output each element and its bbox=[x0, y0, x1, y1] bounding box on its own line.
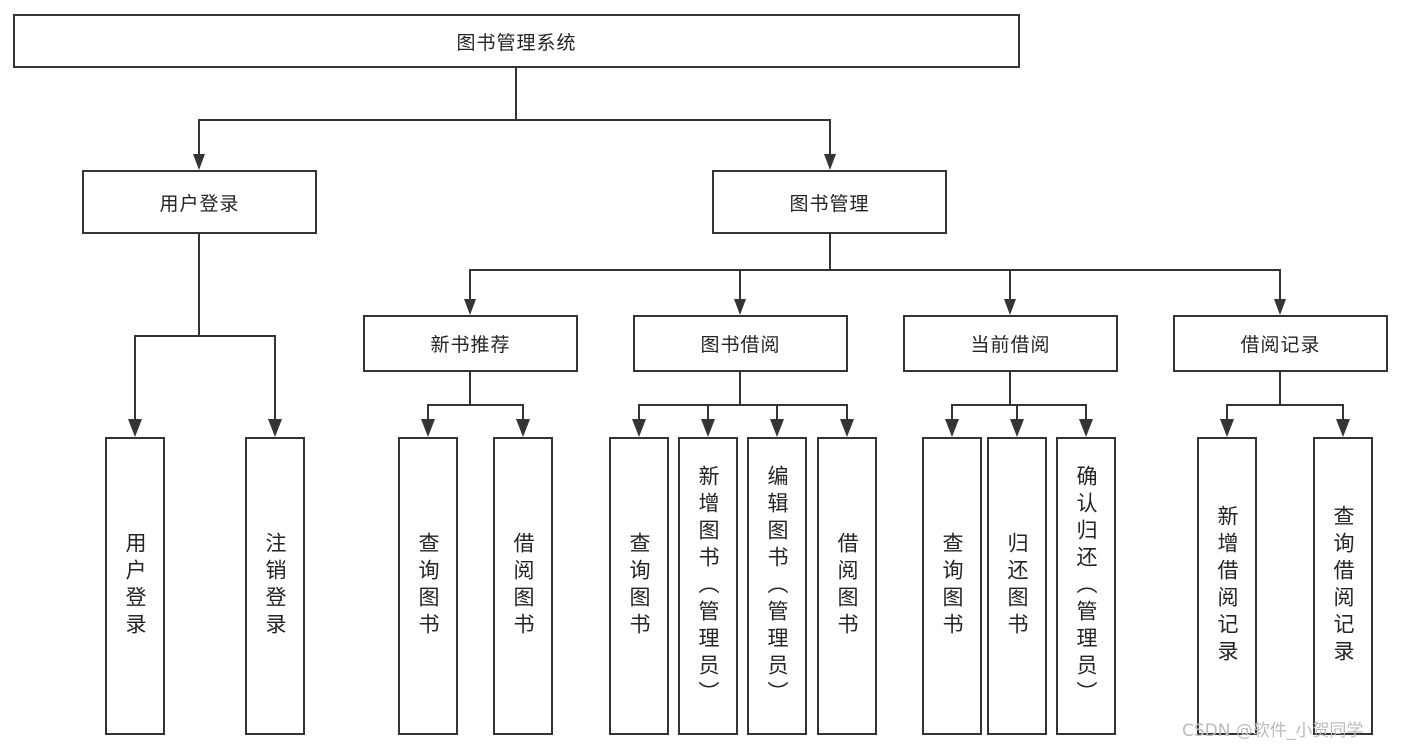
connector-line bbox=[739, 270, 741, 301]
connector-line bbox=[707, 405, 709, 420]
connector-line bbox=[198, 120, 200, 156]
connector-line bbox=[469, 270, 471, 301]
connector-line bbox=[638, 405, 640, 420]
connector-line bbox=[1226, 405, 1228, 420]
arrowhead-icon bbox=[1220, 419, 1234, 437]
leaf-edit-book-admin: 编辑图书（管理员） bbox=[747, 437, 807, 735]
leaf-query-borrow-record: 查询借阅记录 bbox=[1313, 437, 1373, 735]
arrowhead-icon bbox=[632, 419, 646, 437]
connector-line bbox=[638, 404, 848, 406]
arrowhead-icon bbox=[516, 419, 530, 437]
arrowhead-icon bbox=[770, 419, 784, 437]
connector-line bbox=[134, 336, 136, 420]
connector-line bbox=[951, 404, 1087, 406]
arrowhead-icon bbox=[128, 419, 142, 437]
leaf-query-current-book: 查询图书 bbox=[922, 437, 982, 735]
leaf-borrow-book-recommend: 借阅图书 bbox=[493, 437, 553, 735]
connector-line bbox=[469, 269, 1281, 271]
leaf-confirm-return-admin: 确认归还（管理员） bbox=[1056, 437, 1116, 735]
node-root-system: 图书管理系统 bbox=[13, 14, 1020, 68]
connector-line bbox=[1279, 372, 1281, 406]
arrowhead-icon bbox=[464, 299, 476, 315]
node-new-book-recommend: 新书推荐 bbox=[363, 315, 578, 372]
connector-line bbox=[198, 234, 200, 337]
connector-line bbox=[134, 335, 276, 337]
leaf-add-book-admin: 新增图书（管理员） bbox=[678, 437, 738, 735]
arrowhead-icon bbox=[193, 154, 205, 170]
connector-line bbox=[829, 120, 831, 156]
leaf-query-book-recommend: 查询图书 bbox=[398, 437, 458, 735]
leaf-logout: 注销登录 bbox=[245, 437, 305, 735]
connector-line bbox=[1009, 270, 1011, 301]
leaf-add-borrow-record: 新增借阅记录 bbox=[1197, 437, 1257, 735]
node-borrow-record: 借阅记录 bbox=[1173, 315, 1388, 372]
watermark-text: CSDN @软件_小贺同学 bbox=[1182, 721, 1364, 741]
connector-line bbox=[515, 68, 517, 121]
connector-line bbox=[1085, 405, 1087, 420]
arrowhead-icon bbox=[1079, 419, 1093, 437]
connector-line bbox=[469, 372, 471, 406]
node-book-borrow: 图书借阅 bbox=[633, 315, 848, 372]
connector-line bbox=[198, 119, 831, 121]
connector-line bbox=[739, 372, 741, 406]
leaf-query-book: 查询图书 bbox=[609, 437, 669, 735]
arrowhead-icon bbox=[840, 419, 854, 437]
arrowhead-icon bbox=[824, 154, 836, 170]
connector-line bbox=[1342, 405, 1344, 420]
connector-line bbox=[846, 405, 848, 420]
node-user-login: 用户登录 bbox=[82, 170, 317, 234]
leaf-return-book: 归还图书 bbox=[987, 437, 1047, 735]
connector-line bbox=[776, 405, 778, 420]
arrowhead-icon bbox=[268, 419, 282, 437]
connector-line bbox=[274, 336, 276, 420]
connector-line bbox=[1279, 270, 1281, 301]
connector-line bbox=[1009, 372, 1011, 406]
node-book-management: 图书管理 bbox=[712, 170, 947, 234]
arrowhead-icon bbox=[945, 419, 959, 437]
connector-line bbox=[427, 404, 524, 406]
arrowhead-icon bbox=[1274, 299, 1286, 315]
leaf-user-login: 用户登录 bbox=[105, 437, 165, 735]
leaf-borrow-book: 借阅图书 bbox=[817, 437, 877, 735]
connector-line bbox=[1016, 405, 1018, 420]
connector-line bbox=[522, 405, 524, 420]
connector-line bbox=[427, 405, 429, 420]
node-current-borrow: 当前借阅 bbox=[903, 315, 1118, 372]
arrowhead-icon bbox=[701, 419, 715, 437]
arrowhead-icon bbox=[421, 419, 435, 437]
arrowhead-icon bbox=[1010, 419, 1024, 437]
arrowhead-icon bbox=[734, 299, 746, 315]
arrowhead-icon bbox=[1336, 419, 1350, 437]
connector-line bbox=[1226, 404, 1344, 406]
arrowhead-icon bbox=[1004, 299, 1016, 315]
connector-line bbox=[951, 405, 953, 420]
connector-line bbox=[829, 234, 831, 270]
